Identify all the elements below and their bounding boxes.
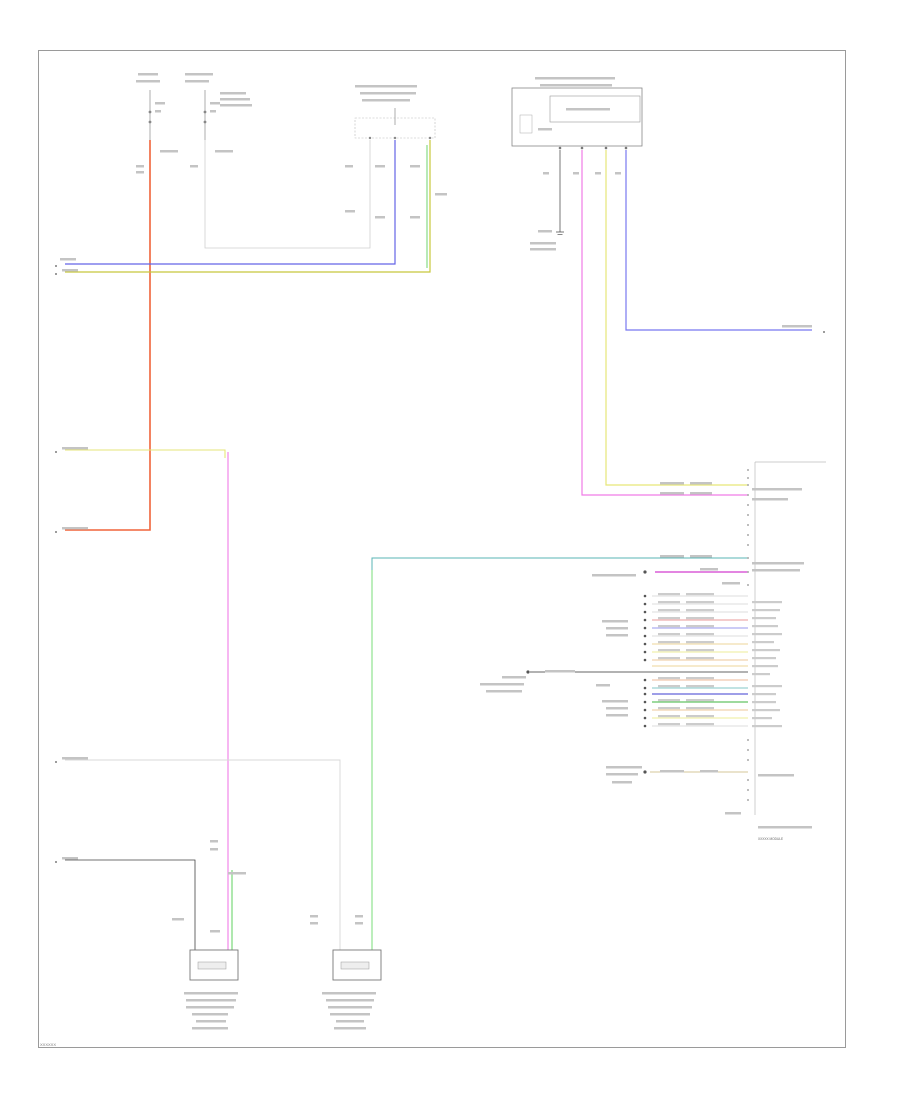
wire-yellow-left-mid bbox=[65, 449, 226, 458]
module-title: XXXXX MODULE bbox=[758, 837, 783, 841]
unreadable-label-marks bbox=[60, 73, 812, 1030]
sensor-center bbox=[332, 949, 382, 981]
wire-yellow-green-top bbox=[65, 140, 431, 273]
connector-box-top-right bbox=[511, 87, 643, 150]
wire-gray-top bbox=[204, 140, 371, 249]
wire-red-orange bbox=[65, 140, 151, 531]
switch-assembly-center bbox=[354, 108, 436, 140]
wire-blue-top bbox=[65, 140, 396, 265]
wire-pink-right bbox=[581, 150, 748, 496]
fuse-block-left bbox=[148, 90, 207, 140]
diagram-reference-code: XXXXXX bbox=[40, 1042, 57, 1047]
connector-pins bbox=[747, 469, 749, 801]
harness-code-marks bbox=[658, 593, 782, 728]
wire-blue-right bbox=[625, 150, 812, 331]
wire-gray-bottom bbox=[65, 759, 341, 950]
ground-symbol bbox=[556, 231, 564, 235]
sensor-left bbox=[189, 949, 239, 981]
diagram-frame bbox=[38, 50, 846, 1048]
module-harness-rows bbox=[530, 595, 748, 773]
wire-teal-green bbox=[371, 557, 748, 950]
wire-yellow-right bbox=[605, 150, 748, 486]
terminal-dots bbox=[55, 265, 825, 863]
module-connector bbox=[747, 461, 826, 815]
